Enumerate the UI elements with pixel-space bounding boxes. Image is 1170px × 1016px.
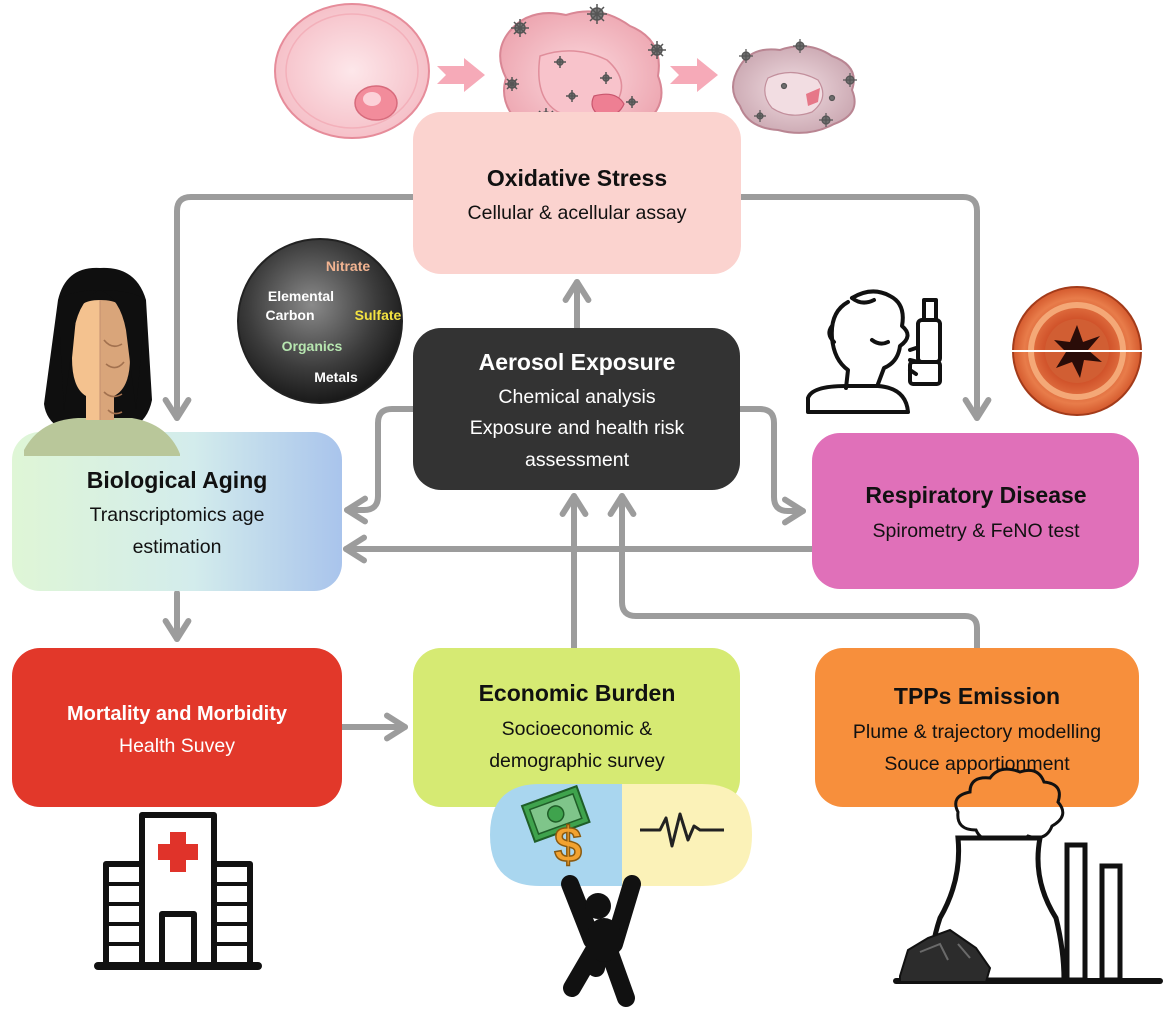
respiratory-disease-title: Respiratory Disease [865, 482, 1086, 508]
virus-icon [587, 4, 607, 24]
particle-label-organics: Organics [282, 338, 343, 354]
inhaler-person-icon [806, 289, 942, 414]
airway-cross-section-icon [1010, 286, 1144, 416]
cell-progress-arrow-1 [437, 58, 485, 92]
tpps-emission-box [815, 648, 1139, 807]
virus-icon [505, 77, 519, 91]
mortality-morbidity-line-1: Health Suvey [119, 735, 235, 757]
virus-icon [566, 90, 578, 102]
particle-label-nitrate: Nitrate [326, 258, 371, 274]
arrow-oxidative-to-aging [162, 194, 418, 422]
mortality-morbidity-title: Mortality and Morbidity [67, 703, 288, 725]
arrow-tpps-to-aerosol [607, 492, 980, 651]
virus-icon [554, 56, 566, 68]
node-biological-aging: Biological Aging Transcriptomics age est… [12, 432, 342, 591]
oxidative-stress-box [413, 112, 741, 274]
biological-aging-box [12, 432, 342, 591]
hospital-cross-icon [158, 832, 198, 872]
node-economic-burden: Economic Burden Socioeconomic & demograp… [413, 648, 740, 807]
node-aerosol-exposure: Aerosol Exposure Chemical analysis Expos… [413, 328, 740, 490]
virus-icon [626, 96, 638, 108]
dollar-sign-icon: $ [554, 817, 582, 873]
node-tpps-emission: TPPs Emission Plume & trajectory modelli… [815, 648, 1139, 807]
heartbeat-icon [640, 812, 724, 848]
tpps-emission-title: TPPs Emission [894, 683, 1060, 709]
arrow-oxidative-to-respiratory [737, 194, 992, 422]
aerosol-exposure-line-3: assessment [525, 449, 630, 471]
respiratory-disease-box [812, 433, 1139, 589]
aerosol-exposure-line-1: Chemical analysis [498, 386, 655, 408]
virus-icon [511, 19, 529, 37]
node-oxidative-stress: Oxidative Stress Cellular & acellular as… [413, 112, 741, 274]
aerosol-exposure-box [413, 328, 740, 490]
connectors [162, 194, 992, 742]
oxidative-stress-line-1: Cellular & acellular assay [468, 202, 687, 224]
arrow-aerosol-to-aging [343, 406, 416, 525]
node-mortality-morbidity: Mortality and Morbidity Health Suvey [12, 648, 342, 807]
tpps-emission-line-1: Plume & trajectory modelling [853, 721, 1101, 743]
oxidative-stress-title: Oxidative Stress [487, 165, 667, 191]
biological-aging-line-1: Transcriptomics age [90, 504, 265, 526]
biological-aging-title: Biological Aging [87, 467, 268, 493]
hospital-icon [94, 812, 262, 970]
money-pill-icon: $ [490, 784, 752, 886]
particle-label-carbon: Carbon [266, 307, 315, 323]
particle-label-sulfate: Sulfate [355, 307, 402, 323]
aerosol-exposure-line-2: Exposure and health risk [470, 417, 685, 439]
virus-icon [600, 72, 612, 84]
cell-healthy-icon [274, 3, 430, 139]
virus-icon [648, 41, 666, 59]
economic-burden-line-2: demographic survey [489, 750, 665, 772]
biological-aging-line-2: estimation [133, 536, 222, 558]
respiratory-disease-line-1: Spirometry & FeNO test [873, 520, 1081, 542]
particle-label-elemental: Elemental [268, 288, 334, 304]
burdened-person-icon [561, 875, 641, 1007]
cell-damaged-icon [732, 39, 857, 134]
mortality-morbidity-box [12, 648, 342, 807]
particle-label-metals: Metals [314, 369, 358, 385]
economic-burden-title: Economic Burden [479, 680, 676, 706]
cell-progress-arrow-2 [670, 58, 718, 92]
aerosol-exposure-title: Aerosol Exposure [479, 349, 676, 375]
economic-burden-box [413, 648, 740, 807]
tpps-emission-line-2: Souce apportionment [884, 753, 1070, 775]
economic-burden-line-1: Socioeconomic & [502, 718, 653, 740]
arrow-aerosol-to-respiratory [737, 406, 807, 526]
node-respiratory-disease: Respiratory Disease Spirometry & FeNO te… [812, 433, 1139, 589]
aerosol-particle-icon: Nitrate Elemental Carbon Sulfate Organic… [237, 238, 403, 404]
power-plant-icon [893, 767, 1163, 984]
aging-woman-icon [24, 267, 180, 456]
